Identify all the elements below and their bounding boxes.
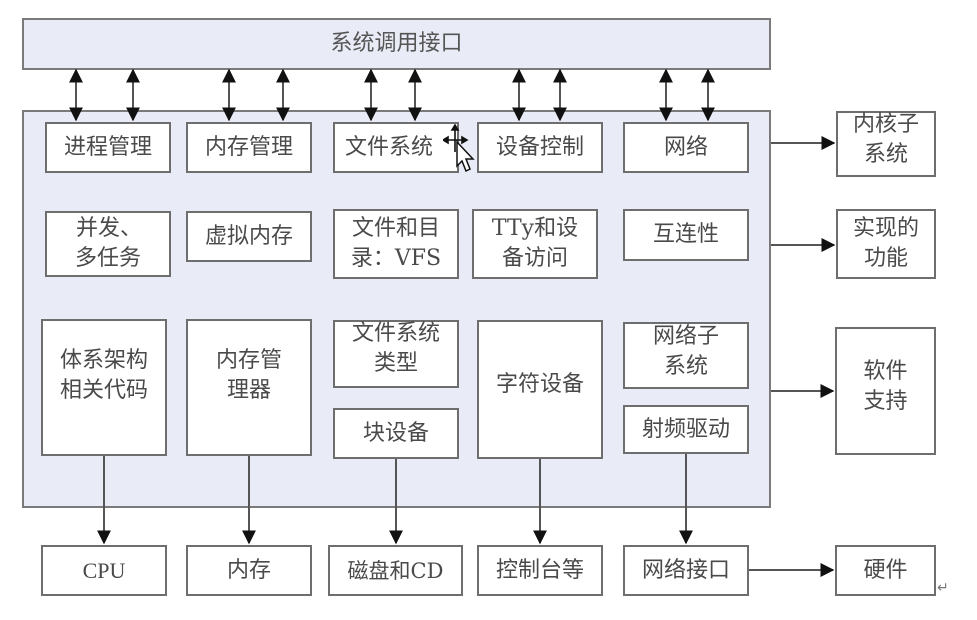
hardware-label: 磁盘和CD: [347, 558, 444, 583]
subsystem-label: 文件系统: [344, 134, 433, 160]
support-label-line: 系统: [663, 353, 708, 379]
hardware-memory: 内存: [186, 545, 312, 596]
subsystem-network: 网络: [623, 122, 749, 173]
support-rf-driver: 射频驱动: [623, 405, 749, 454]
subsystem-label: 内存管理: [204, 134, 293, 160]
syscall-interface-bar: 系统调用接口: [22, 18, 771, 70]
legend-label: 硬件: [863, 557, 908, 583]
support-label: 块设备: [362, 420, 429, 446]
support-arch-code: 体系架构相关代码: [41, 319, 167, 456]
support-label: 射频驱动: [641, 416, 730, 442]
function-vfs: 文件和目录：VFS: [333, 209, 459, 279]
subsystem-device-control: 设备控制: [477, 122, 603, 173]
function-label: 互连性: [652, 222, 719, 247]
function-label-line: 备访问: [501, 246, 568, 271]
subsystem-label: 网络: [663, 134, 708, 160]
support-label-line: 文件系统: [351, 321, 440, 346]
hardware-label: 内存: [226, 557, 271, 583]
paragraph-mark-icon: ↵: [937, 580, 949, 596]
support-label-line: 网络子: [652, 323, 719, 349]
support-label-line: 体系架构: [59, 347, 148, 373]
hardware-label: CPU: [82, 557, 126, 583]
legend-label-line: 内核子: [852, 112, 919, 137]
hardware-cpu: CPU: [41, 545, 167, 596]
function-label-line: 录：VFS: [350, 246, 442, 271]
function-label-line: 文件和目: [351, 216, 440, 241]
hardware-label: 网络接口: [641, 557, 730, 583]
support-label-line: 类型: [373, 351, 418, 376]
syscall-interface-label: 系统调用接口: [330, 31, 463, 56]
function-label-line: TTy和设: [491, 216, 579, 241]
support-fs-types: 文件系统类型: [333, 320, 459, 388]
legend-label-line: 实现的: [852, 216, 919, 241]
subsystem-memory-mgmt: 内存管理: [186, 122, 312, 173]
legend-hardware: 硬件: [835, 545, 936, 596]
hardware-disk-cd: 磁盘和CD: [328, 545, 463, 596]
function-connectivity: 互连性: [623, 209, 749, 261]
legend-label-line: 支持: [863, 389, 908, 414]
legend-software-support: 软件支持: [835, 327, 936, 455]
support-block-device: 块设备: [333, 408, 459, 459]
hardware-network-interface: 网络接口: [623, 545, 749, 596]
support-label-line: 理器: [226, 377, 271, 403]
legend-implemented-function: 实现的功能: [836, 209, 936, 279]
subsystem-label: 设备控制: [495, 134, 584, 160]
hardware-label: 控制台等: [495, 557, 584, 583]
support-char-device: 字符设备: [477, 320, 603, 459]
support-label-line: 相关代码: [59, 377, 148, 403]
support-network-subsystem: 网络子系统: [623, 322, 749, 389]
function-label-line: 并发、: [75, 216, 142, 241]
subsystem-file-system: 文件系统: [333, 122, 459, 173]
legend-label-line: 功能: [863, 246, 908, 271]
support-label-line: 内存管: [215, 347, 282, 373]
subsystem-process-mgmt: 进程管理: [45, 122, 171, 173]
function-concurrency: 并发、多任务: [45, 211, 171, 277]
support-memory-manager: 内存管理器: [186, 319, 312, 456]
function-tty-device-access: TTy和设备访问: [472, 209, 598, 279]
function-label: 虚拟内存: [204, 223, 293, 249]
hardware-console: 控制台等: [477, 545, 603, 596]
legend-label-line: 软件: [863, 359, 908, 384]
move-cursor-icon: [443, 124, 475, 173]
legend-label-line: 系统: [863, 142, 908, 167]
support-label: 字符设备: [495, 371, 584, 397]
subsystem-label: 进程管理: [63, 134, 152, 160]
function-label-line: 多任务: [74, 246, 141, 271]
function-virtual-memory: 虚拟内存: [186, 211, 312, 262]
legend-kernel-subsystem: 内核子系统: [836, 111, 936, 177]
